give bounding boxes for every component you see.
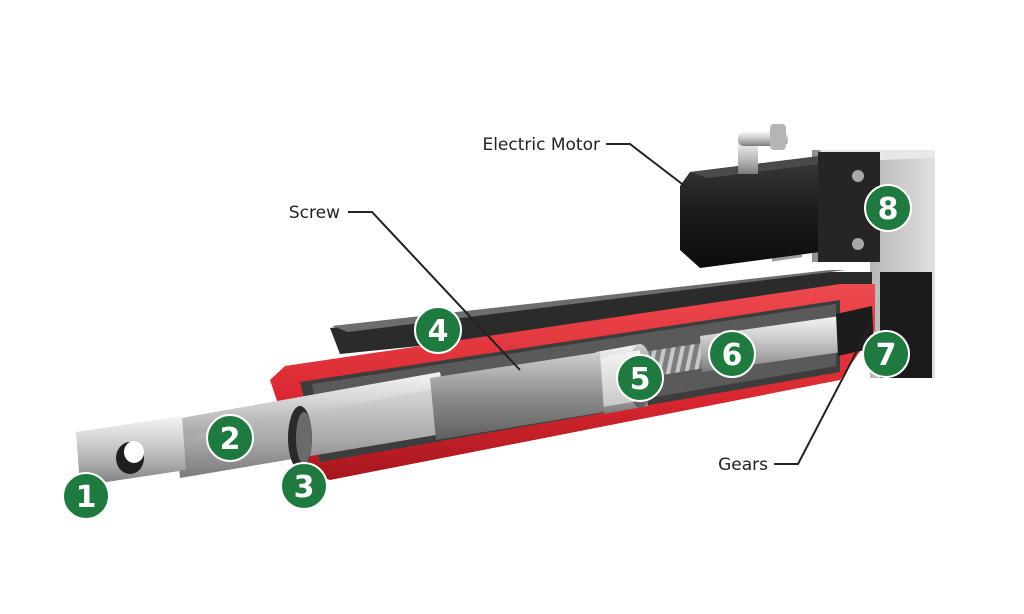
rod-end xyxy=(76,416,186,486)
electric-motor xyxy=(680,152,880,268)
screw-leader-line xyxy=(348,211,521,371)
badge-8-number: 8 xyxy=(878,192,899,227)
label-gears: Gears xyxy=(718,455,768,475)
badge-4: 4 xyxy=(414,306,462,354)
badge-6: 6 xyxy=(708,330,756,378)
wiper-seal xyxy=(288,406,312,470)
badge-2-number: 2 xyxy=(220,422,241,457)
motor-leader-line xyxy=(606,143,691,191)
badge-8: 8 xyxy=(864,184,912,232)
label-screw: Screw xyxy=(289,203,340,223)
label-electric-motor: Electric Motor xyxy=(482,135,600,155)
badge-7-number: 7 xyxy=(876,338,897,373)
badge-2: 2 xyxy=(206,414,254,462)
actuator-housing xyxy=(330,270,872,354)
badge-7: 7 xyxy=(862,330,910,378)
gears-leader-line xyxy=(774,321,873,465)
badge-3-number: 3 xyxy=(294,470,315,505)
badge-4-number: 4 xyxy=(428,314,449,349)
badge-5-number: 5 xyxy=(630,362,651,397)
leader-lines xyxy=(348,143,873,465)
badge-1: 1 xyxy=(62,472,110,520)
badge-3: 3 xyxy=(280,462,328,510)
badge-1-number: 1 xyxy=(76,480,97,515)
motor-cable-elbow xyxy=(738,124,788,174)
badge-5: 5 xyxy=(616,354,664,402)
badge-6-number: 6 xyxy=(722,338,743,373)
